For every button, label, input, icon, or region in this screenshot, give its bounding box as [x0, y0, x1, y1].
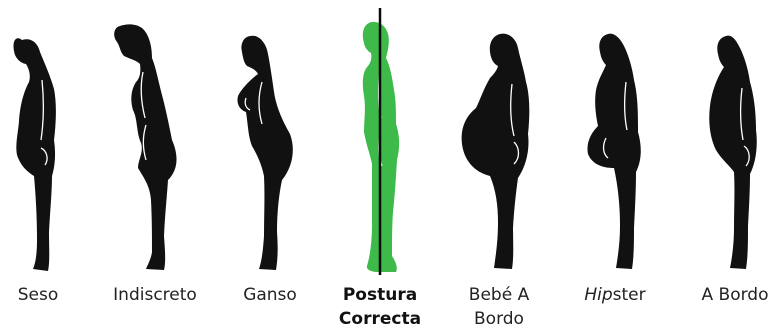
round-belly-figure-icon [709, 36, 757, 269]
swayback-woman-figure-icon [237, 36, 292, 270]
slouched-head-forward-figure-icon [13, 38, 55, 271]
caption-rest-part: ster [613, 285, 646, 305]
caption-indiscreto: Indiscreto [95, 283, 215, 307]
caption-hipster: Hipster [555, 283, 675, 307]
caption-bebe-a-bordo: Bebé A Bordo [439, 283, 559, 331]
caption-line: Correcta [320, 307, 440, 331]
caption-postura-correcta: Postura Correcta [320, 283, 440, 331]
caption-a-bordo: A Bordo [675, 283, 774, 307]
hipster-pelvis-forward-figure-icon [587, 34, 640, 269]
caption-line: Bebé A [439, 283, 559, 307]
forward-head-woman-figure-icon [114, 24, 176, 270]
caption-ganso: Ganso [227, 283, 313, 307]
caption-seso: Seso [0, 283, 81, 307]
caption-line: Bordo [439, 307, 559, 331]
caption-italic-part: Hip [584, 285, 612, 305]
pregnant-belly-figure-icon [462, 34, 530, 269]
caption-line: Postura [320, 283, 440, 307]
